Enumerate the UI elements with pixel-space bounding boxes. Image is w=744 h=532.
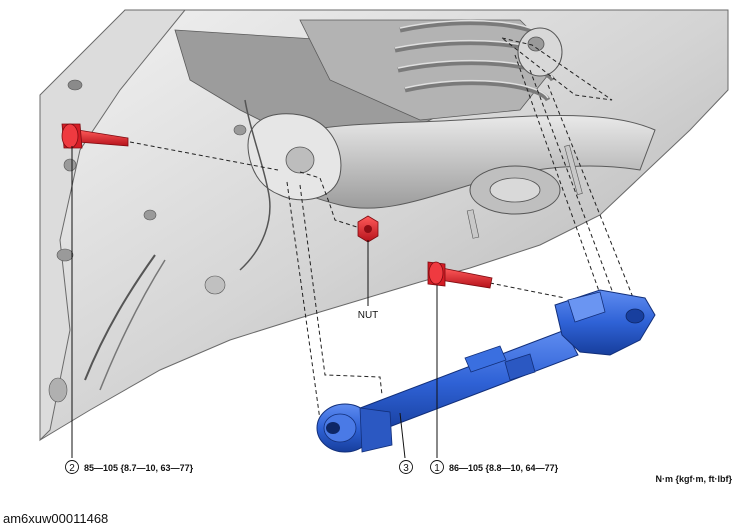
callout-1: 1 86—105 {8.8—10, 64—77}	[430, 460, 559, 474]
nut	[357, 215, 379, 243]
nut-label: NUT	[358, 310, 379, 321]
callout-3-number: 3	[403, 463, 409, 474]
callout-2: 2 85—105 {8.7—10, 63—77}	[65, 460, 194, 474]
callout-1-torque: 86—105 {8.8—10, 64—77}	[449, 463, 559, 473]
leader-lines	[71, 146, 438, 459]
callout-3: 3	[399, 460, 413, 474]
bolt-1	[427, 261, 493, 289]
vehicle-body	[39, 9, 729, 442]
units-note: N·m {kgf·m, ft·lbf}	[656, 474, 733, 484]
callout-1-circle	[430, 460, 444, 474]
callout-2-torque: 85—105 {8.7—10, 63—77}	[84, 463, 194, 473]
callout-2-circle	[65, 460, 79, 474]
callout-3-circle	[399, 460, 413, 474]
lateral-link	[316, 289, 656, 453]
figure-id: am6xuw00011468	[3, 511, 109, 526]
bolt-2	[61, 123, 129, 149]
alignment-lines	[129, 37, 641, 421]
callout-1-number: 1	[434, 463, 440, 474]
callout-2-number: 2	[69, 463, 75, 474]
nut-callout: NUT	[358, 310, 379, 321]
